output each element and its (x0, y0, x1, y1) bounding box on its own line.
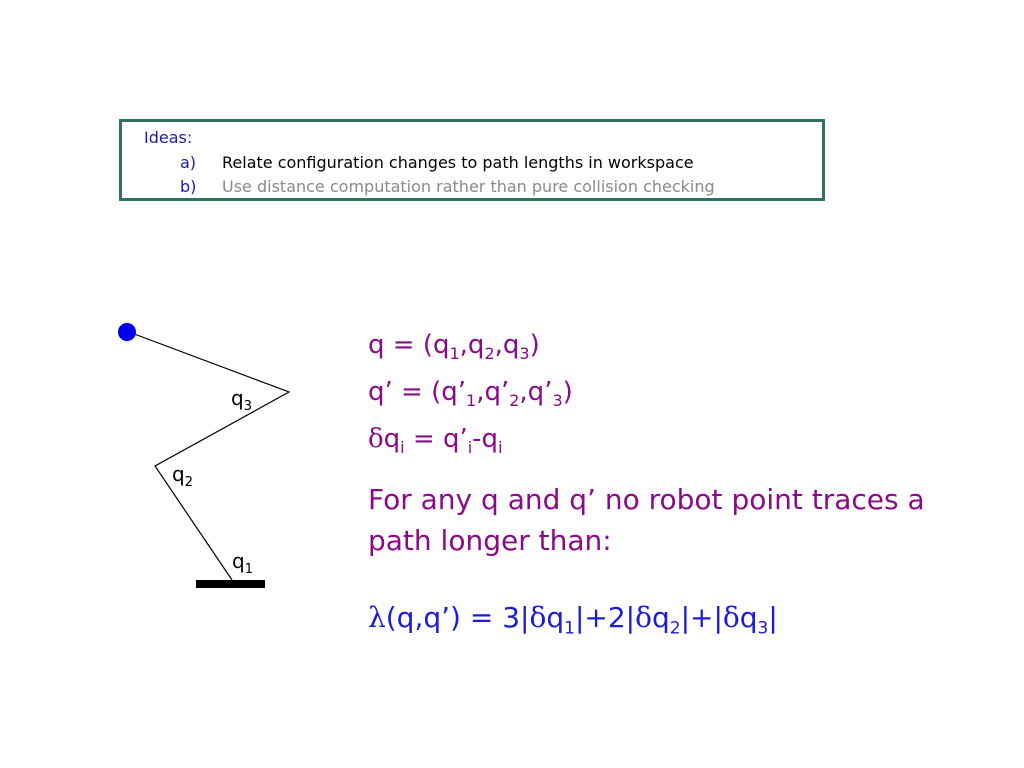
joint-label-q1: q1 (232, 549, 253, 577)
configuration-equations: q = (q1,q2,q3) q’ = (q’1,q’2,q’3) δqi = … (368, 326, 573, 468)
idea-marker-b: b) (180, 177, 197, 196)
path-length-statement: For any q and q’ no robot point traces a… (368, 483, 925, 557)
idea-item-b: b) Use distance computation rather than p… (180, 177, 715, 196)
equation-q: q = (q1,q2,q3) (368, 330, 540, 364)
equation-delta: δqi = q’i-qi (368, 424, 503, 458)
joint-label-q2: q2 (172, 462, 193, 490)
idea-text-a: Relate configuration changes to path len… (222, 153, 694, 172)
lambda-formula: λ(q,q’) = 3|δq1|+2|δq2|+|δq3| (368, 601, 778, 639)
arm-links (128, 331, 291, 581)
idea-text-b: Use distance computation rather than pur… (222, 177, 715, 196)
ideas-title: Ideas: (144, 128, 193, 147)
joint-label-q3: q3 (231, 386, 252, 414)
idea-marker-a: a) (180, 153, 197, 172)
idea-item-a: a) Relate configuration changes to path l… (180, 153, 694, 172)
end-effector (118, 323, 136, 341)
ideas-box: Ideas: a) Relate configuration changes to… (119, 119, 825, 201)
equation-q-prime: q’ = (q’1,q’2,q’3) (368, 377, 573, 411)
